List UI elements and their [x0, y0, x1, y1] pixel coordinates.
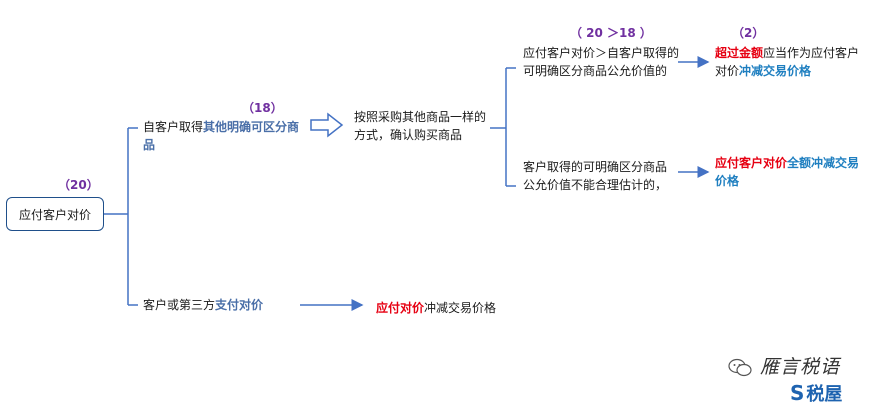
- sub1-result: 超过金额应当作为应付客户对价冲减交易价格: [715, 44, 863, 80]
- sub1-result-plain: 应当作为应付客户对价: [715, 46, 860, 78]
- branch2-result-red: 应付对价: [376, 301, 425, 315]
- sub1-result-blue: 冲减交易价格: [739, 64, 812, 78]
- branch1-label: 自客户取得其他明确可区分商品: [143, 118, 303, 154]
- branch2-result-plain: 冲减交易价格: [424, 301, 497, 315]
- sub1-condition: 应付客户对价＞自客户取得的可明确区分商品公允价值的: [523, 46, 680, 78]
- sub1-result-red: 超过金额: [715, 46, 764, 60]
- root-node: 应付客户对价: [6, 197, 104, 231]
- branch1-label-highlight: 其他明确可区分商品: [143, 120, 300, 152]
- sub2-result-red: 应付客户对价: [715, 156, 788, 170]
- branch2-label-plain: 客户或第三方: [143, 298, 216, 312]
- watermark-brand: S 税屋: [790, 380, 842, 406]
- branch2-label: 客户或第三方支付对价: [143, 296, 263, 314]
- sub2-result: 应付客户对价全额冲减交易价格: [715, 154, 863, 190]
- sub1-result-number: （2）: [732, 26, 765, 40]
- hollow-arrow-icon: [310, 112, 344, 138]
- branch2-result: 应付对价冲减交易价格: [376, 299, 496, 317]
- brand-name: 税屋: [806, 384, 843, 405]
- watermark-text: 雁言税语: [760, 356, 841, 378]
- brand-logo-icon: S: [790, 381, 805, 405]
- branch2-label-highlight: 支付对价: [215, 298, 264, 312]
- sub1-number: （ 20 ＞18 ）: [570, 26, 652, 40]
- branch1-label-plain: 自客户取得: [143, 120, 204, 134]
- branch1-number: （18）: [242, 101, 283, 115]
- root-number: （20）: [58, 178, 99, 192]
- wechat-icon: [728, 358, 752, 382]
- sub2-result-blue: 全额冲减交易价格: [715, 156, 860, 188]
- sub2-condition: 客户取得的可明确区分商品公允价值不能合理估计的，: [523, 160, 668, 192]
- branch1-result: 按照采购其他商品一样的方式，确认购买商品: [354, 110, 487, 142]
